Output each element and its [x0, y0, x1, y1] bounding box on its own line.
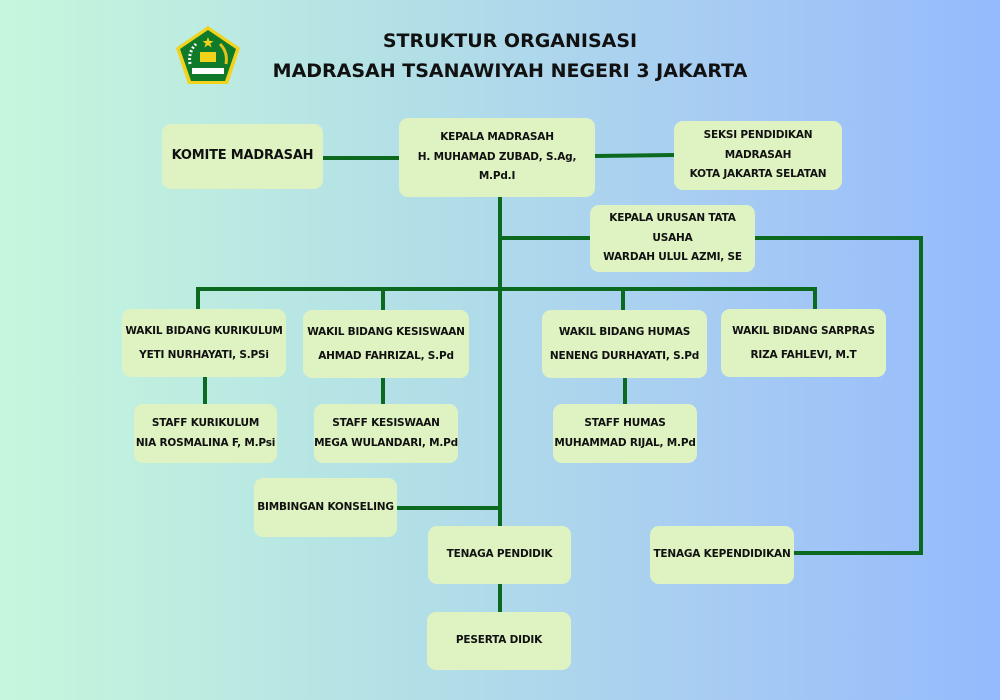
- kemenag-logo: [176, 26, 240, 84]
- node-label: SEKSI PENDIDIKAN MADRASAH: [703, 128, 813, 161]
- node-bimbingan-konseling: BIMBINGAN KONSELING: [254, 478, 397, 537]
- node-label: STAFF KESISWAAN: [332, 416, 440, 429]
- node-label: KOMITE MADRASAH: [171, 148, 314, 164]
- node-seksi-pendidikan: SEKSI PENDIDIKAN MADRASAH KOTA JAKARTA S…: [674, 121, 842, 190]
- node-label: TENAGA KEPENDIDIKAN: [653, 548, 791, 561]
- node-name: AHMAD FAHRIZAL, S.Pd: [318, 350, 454, 362]
- node-wakil-kurikulum: WAKIL BIDANG KURIKULUM YETI NURHAYATI, S…: [122, 309, 286, 377]
- title-line1: STRUKTUR ORGANISASI: [382, 30, 638, 52]
- node-label: PESERTA DIDIK: [455, 634, 543, 647]
- node-tata-usaha: KEPALA URUSAN TATA USAHA WARDAH ULUL AZM…: [590, 205, 755, 272]
- node-name: NIA ROSMALINA F, M.Psi: [135, 436, 276, 449]
- node-label: WAKIL BIDANG SARPRAS: [732, 324, 875, 337]
- node-wakil-sarpras: WAKIL BIDANG SARPRAS RIZA FAHLEVI, M.T: [721, 309, 886, 377]
- node-tenaga-kependidikan: TENAGA KEPENDIDIKAN: [650, 526, 794, 584]
- node-name: WARDAH ULUL AZMI, SE: [603, 251, 742, 264]
- node-staff-kurikulum: STAFF KURIKULUM NIA ROSMALINA F, M.Psi: [134, 404, 277, 463]
- line-tata-usaha-kependidikan: [755, 236, 923, 555]
- node-staff-humas: STAFF HUMAS MUHAMMAD RIJAL, M.Pd: [553, 404, 697, 463]
- node-name: NENENG DURHAYATI, S.Pd: [549, 350, 700, 362]
- node-label: TENAGA PENDIDIK: [446, 548, 553, 561]
- node-name: KOTA JAKARTA SELATAN: [689, 168, 827, 181]
- node-name: MUHAMMAD RIJAL, M.Pd: [554, 436, 696, 449]
- node-label: STAFF HUMAS: [584, 416, 666, 429]
- node-staff-kesiswaan: STAFF KESISWAAN MEGA WULANDARI, M.Pd: [314, 404, 458, 463]
- node-name: MEGA WULANDARI, M.Pd: [314, 436, 458, 449]
- node-name: RIZA FAHLEVI, M.T: [750, 349, 857, 361]
- title-line2: MADRASAH TSANAWIYAH NEGERI 3 JAKARTA: [272, 60, 748, 82]
- node-peserta-didik: PESERTA DIDIK: [427, 612, 571, 670]
- node-wakil-kesiswaan: WAKIL BIDANG KESISWAAN AHMAD FAHRIZAL, S…: [303, 310, 469, 378]
- node-label: WAKIL BIDANG KESISWAAN: [307, 325, 465, 338]
- node-label: BIMBINGAN KONSELING: [257, 500, 394, 513]
- node-name: YETI NURHAYATI, S.PSi: [139, 349, 269, 361]
- node-label: WAKIL BIDANG KURIKULUM: [125, 324, 283, 337]
- node-wakil-humas: WAKIL BIDANG HUMAS NENENG DURHAYATI, S.P…: [542, 310, 707, 378]
- node-komite: KOMITE MADRASAH: [162, 124, 323, 189]
- node-label: KEPALA MADRASAH: [440, 130, 554, 143]
- line-kepala-seksi: [594, 153, 675, 158]
- node-kepala-madrasah: KEPALA MADRASAH H. MUHAMAD ZUBAD, S.Ag, …: [399, 118, 595, 197]
- node-label: WAKIL BIDANG HUMAS: [558, 325, 691, 338]
- node-label: STAFF KURIKULUM: [151, 416, 260, 429]
- node-label: KEPALA URUSAN TATA USAHA: [609, 211, 736, 244]
- node-name: H. MUHAMAD ZUBAD, S.Ag, M.Pd.I: [417, 150, 577, 183]
- node-tenaga-pendidik: TENAGA PENDIDIK: [428, 526, 571, 584]
